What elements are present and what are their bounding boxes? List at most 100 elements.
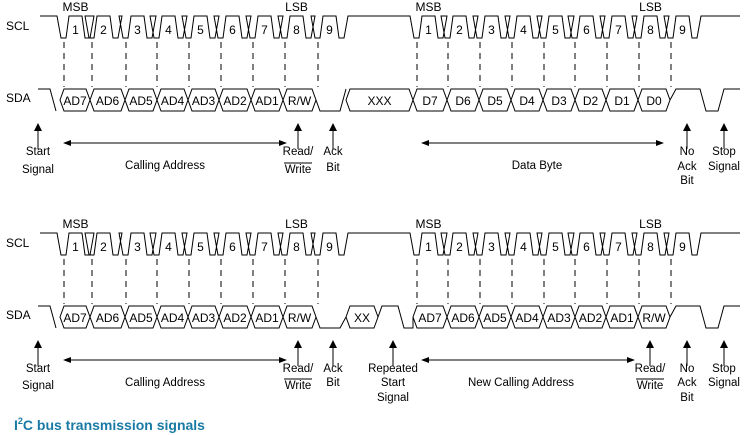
- marker-label: Signal: [22, 164, 54, 176]
- caption-rest: C bus transmission signals: [22, 417, 205, 433]
- scl-label: SCL: [6, 236, 30, 250]
- marker-label: Read/: [283, 363, 314, 375]
- caption-prefix: I: [14, 417, 18, 433]
- sda-stop: [669, 88, 740, 112]
- clock-number: 4: [165, 23, 172, 37]
- marker-arrow-head: [294, 340, 302, 348]
- sda-bit-label: AD1: [610, 311, 634, 325]
- clock-number: 7: [261, 23, 268, 37]
- clock-number: 7: [615, 240, 622, 254]
- clock-number: 5: [552, 240, 559, 254]
- clock-number: 6: [583, 23, 590, 37]
- marker-label: Signal: [708, 377, 740, 389]
- sda-ack-bit: [315, 88, 347, 112]
- marker-label: Signal: [708, 161, 740, 173]
- clock-number: 1: [425, 23, 432, 37]
- marker-label: Stop: [712, 363, 736, 375]
- span-arrow-right: [627, 357, 635, 363]
- marker-label: Stop: [712, 146, 736, 158]
- marker-label: Write: [285, 380, 312, 392]
- sda-bit-label: AD4: [515, 311, 539, 325]
- marker-label: Signal: [377, 392, 409, 404]
- sda-bit-label: AD1: [255, 311, 279, 325]
- sda-bit-label: AD5: [129, 311, 153, 325]
- span-arrow-right: [656, 140, 664, 146]
- span-arrow-right: [279, 357, 287, 363]
- sda-bit-label: R/W: [642, 311, 666, 325]
- marker-label: Read/: [635, 363, 666, 375]
- marker-arrow-head: [646, 340, 654, 348]
- marker-label: Bit: [680, 392, 694, 404]
- lsb-label: LSB: [639, 217, 662, 231]
- clock-number: 1: [425, 240, 432, 254]
- marker-label: Start: [381, 377, 406, 389]
- marker-label: Bit: [680, 175, 694, 187]
- sda-start: [38, 88, 57, 112]
- msb-label: MSB: [62, 0, 88, 14]
- marker-label: Write: [637, 380, 664, 392]
- marker-label: Ack: [677, 377, 696, 389]
- sda-bit-label: AD4: [161, 94, 185, 108]
- sda-bit-label: D3: [551, 94, 567, 108]
- clock-number: 5: [197, 240, 204, 254]
- sda-bit-label: AD6: [96, 94, 120, 108]
- sda-bit-label: AD6: [451, 311, 475, 325]
- marker-label: Write: [285, 164, 312, 176]
- marker-label: Ack: [677, 161, 696, 173]
- marker-label: No: [680, 146, 695, 158]
- span-label: New Calling Address: [468, 377, 574, 389]
- sda-bit-label: XX: [354, 311, 370, 325]
- clock-number: 7: [261, 240, 268, 254]
- clock-number: 2: [100, 23, 107, 37]
- marker-label: Start: [26, 363, 51, 375]
- clock-number: 5: [552, 23, 559, 37]
- marker-label: Ack: [323, 363, 342, 375]
- sda-bit-label: AD2: [223, 94, 247, 108]
- sda-bit-label: D2: [583, 94, 599, 108]
- clock-number: 4: [165, 240, 172, 254]
- scl-label: SCL: [6, 19, 30, 33]
- clock-number: 6: [229, 240, 236, 254]
- lsb-label: LSB: [285, 0, 308, 14]
- sda-bit-label: AD5: [483, 311, 507, 325]
- sda-bit-label: R/W: [288, 94, 312, 108]
- sda-bit-label: D0: [646, 94, 662, 108]
- marker-label: Ack: [323, 146, 342, 158]
- sda-start: [38, 305, 57, 329]
- sda-repeated-start: [377, 305, 414, 329]
- clock-number: 2: [456, 23, 463, 37]
- clock-number: 9: [326, 240, 333, 254]
- clock-number: 2: [456, 240, 463, 254]
- marker-label: Bit: [326, 377, 340, 389]
- sda-bit-label: AD2: [223, 311, 247, 325]
- sda-bit-label: D4: [519, 94, 535, 108]
- sda-bit-label: XXX: [367, 94, 391, 108]
- clock-number: 1: [72, 240, 79, 254]
- sda-bit-label: AD7: [63, 311, 87, 325]
- lsb-label: LSB: [285, 217, 308, 231]
- clock-number: 7: [615, 23, 622, 37]
- marker-arrow-head: [34, 123, 42, 131]
- clock-number: 3: [488, 240, 495, 254]
- clock-number: 8: [293, 23, 300, 37]
- clock-number: 1: [72, 23, 79, 37]
- sda-bit-label: R/W: [288, 311, 312, 325]
- span-arrow-left: [421, 357, 429, 363]
- marker-arrow-head: [683, 340, 691, 348]
- span-label: Data Byte: [512, 160, 563, 172]
- marker-arrow-head: [329, 340, 337, 348]
- clock-number: 9: [679, 240, 686, 254]
- msb-label: MSB: [415, 0, 441, 14]
- clock-number: 2: [100, 240, 107, 254]
- span-label: Calling Address: [125, 377, 205, 389]
- msb-label: MSB: [62, 217, 88, 231]
- caption-superscript: 2: [17, 416, 23, 426]
- span-arrow-left: [421, 140, 429, 146]
- span-label: Calling Address: [125, 160, 205, 172]
- clock-number: 6: [583, 240, 590, 254]
- clock-number: 8: [647, 23, 654, 37]
- sda-bit-label: AD3: [192, 94, 216, 108]
